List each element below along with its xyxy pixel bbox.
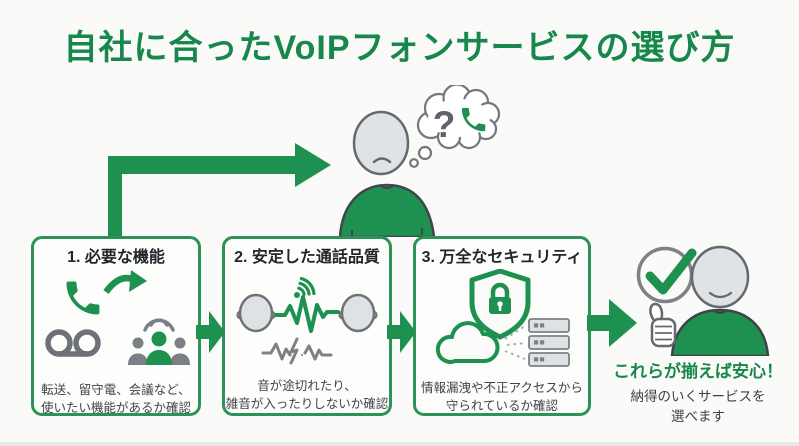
bottom-edge-shadow [0,442,799,446]
person-head [690,245,750,309]
shirt-cuffs [351,228,423,237]
caption-line: 情報漏洩や不正アクセスから [421,381,583,396]
step-1-caption: 転送、留守電、会議など、 使いたい機能があるか確認 [41,381,191,417]
voicemail-icon [45,329,101,357]
step-3-title: 3. 万全なセキュリティ [421,249,583,266]
conference-people-icon [128,318,190,366]
sound-wave-icon [274,295,340,334]
collar [712,309,728,314]
thinking-person-illustration: ? [338,85,501,237]
collar [379,184,395,189]
caption-line: 使いたい機能があるか確認 [40,401,191,416]
caption-line: 雑音が入ったりしないか確認 [225,397,389,412]
flow-arrow-result [587,299,637,347]
question-mark: ? [433,104,456,145]
signal-arcs-icon [294,277,316,299]
note-line: 納得のいくサービスを [630,389,766,404]
caption-line: 音が途切れたり、 [257,379,357,394]
thumbs-up-person-illustration [636,245,770,356]
thumbs-up-icon [649,302,677,348]
flow-arrow-top [108,143,331,242]
caption-line: 守られているか確認 [445,399,559,414]
phone-icon [461,107,486,132]
check-circle-icon [636,246,697,304]
step-card-2: 2. 安定した通話品質 [222,236,392,416]
talking-heads-icon [236,293,378,333]
caption-line: 転送、留守電、会議など、 [41,383,191,398]
dotted-links [504,325,526,361]
step-1-title: 1. 必要な機能 [67,249,165,266]
transfer-arrowhead [129,270,147,293]
person-head [352,110,410,176]
security-icons [435,269,570,368]
conclusion-headline: これらが揃えば安心！ [613,362,783,381]
person-body [670,308,770,356]
note-line: 選べます [671,409,725,425]
frown-mouth [372,157,392,164]
step-card-1: 1. 必要な機能 転送、留守電、会議など、 [31,236,201,416]
person-body [338,183,436,237]
call-quality-icons [236,277,378,365]
phone-transfer-icon [66,281,100,315]
feature-icons [45,270,190,366]
cloud-icon [435,321,500,365]
step-card-3: 3. 万全なセキュリティ [413,236,591,416]
step-3-caption: 情報漏洩や不正アクセスから 守られているか確認 [421,379,583,415]
page-title: 自社に合ったVoIPフォンサービスの選び方 [63,29,736,67]
shield-lock-icon [469,269,531,340]
smile-mouth [708,291,733,299]
flow-arrow-1-2 [196,311,225,353]
step-2-title: 2. 安定した通話品質 [234,249,380,266]
conclusion-note: 納得のいくサービスを 選べます [598,387,798,428]
conclusion-block: これらが揃えば安心！ 納得のいくサービスを 選べます [598,357,798,428]
noise-break-icon [261,337,333,365]
servers-icon [528,318,570,368]
flow-arrow-2-3 [387,311,416,353]
step-2-caption: 音が途切れたり、 雑音が入ったりしないか確認 [226,377,389,413]
